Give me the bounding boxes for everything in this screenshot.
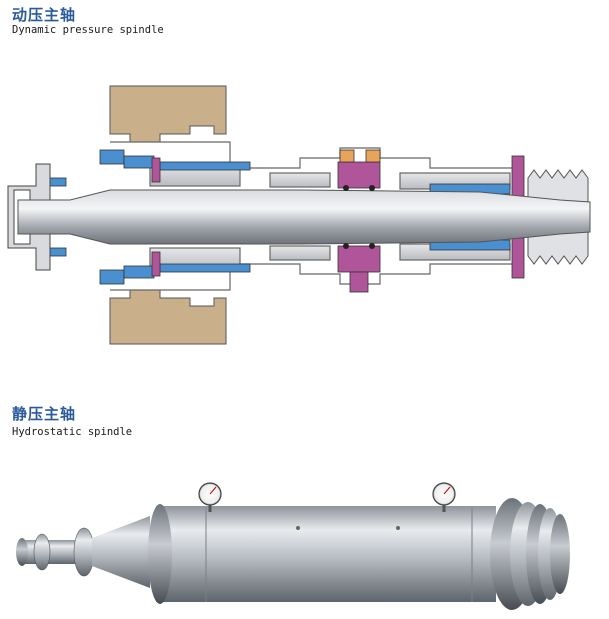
main-shaft [17, 189, 591, 245]
hydrostatic-spindle-title-cn: 静压主轴 [12, 405, 77, 423]
dynamic-spindle-title-en: Dynamic pressure spindle [12, 24, 164, 36]
pulley-grooves [490, 498, 570, 610]
pressure-gauge-icon [432, 482, 456, 512]
hydrostatic-spindle-image [16, 482, 570, 610]
hydrostatic-spindle-title-en: Hydrostatic spindle [12, 426, 133, 438]
seal-rings [343, 185, 375, 249]
seal-parts-magenta [151, 155, 525, 293]
housing-block-bottom [109, 289, 227, 345]
spindle-body [148, 504, 496, 604]
dynamic-spindle-title-cn: 动压主轴 [12, 6, 77, 24]
housing-block-top [109, 85, 227, 143]
spindle-nose [16, 516, 150, 588]
dynamic-spindle-diagram [7, 85, 591, 345]
pressure-gauge-icon [198, 482, 222, 512]
